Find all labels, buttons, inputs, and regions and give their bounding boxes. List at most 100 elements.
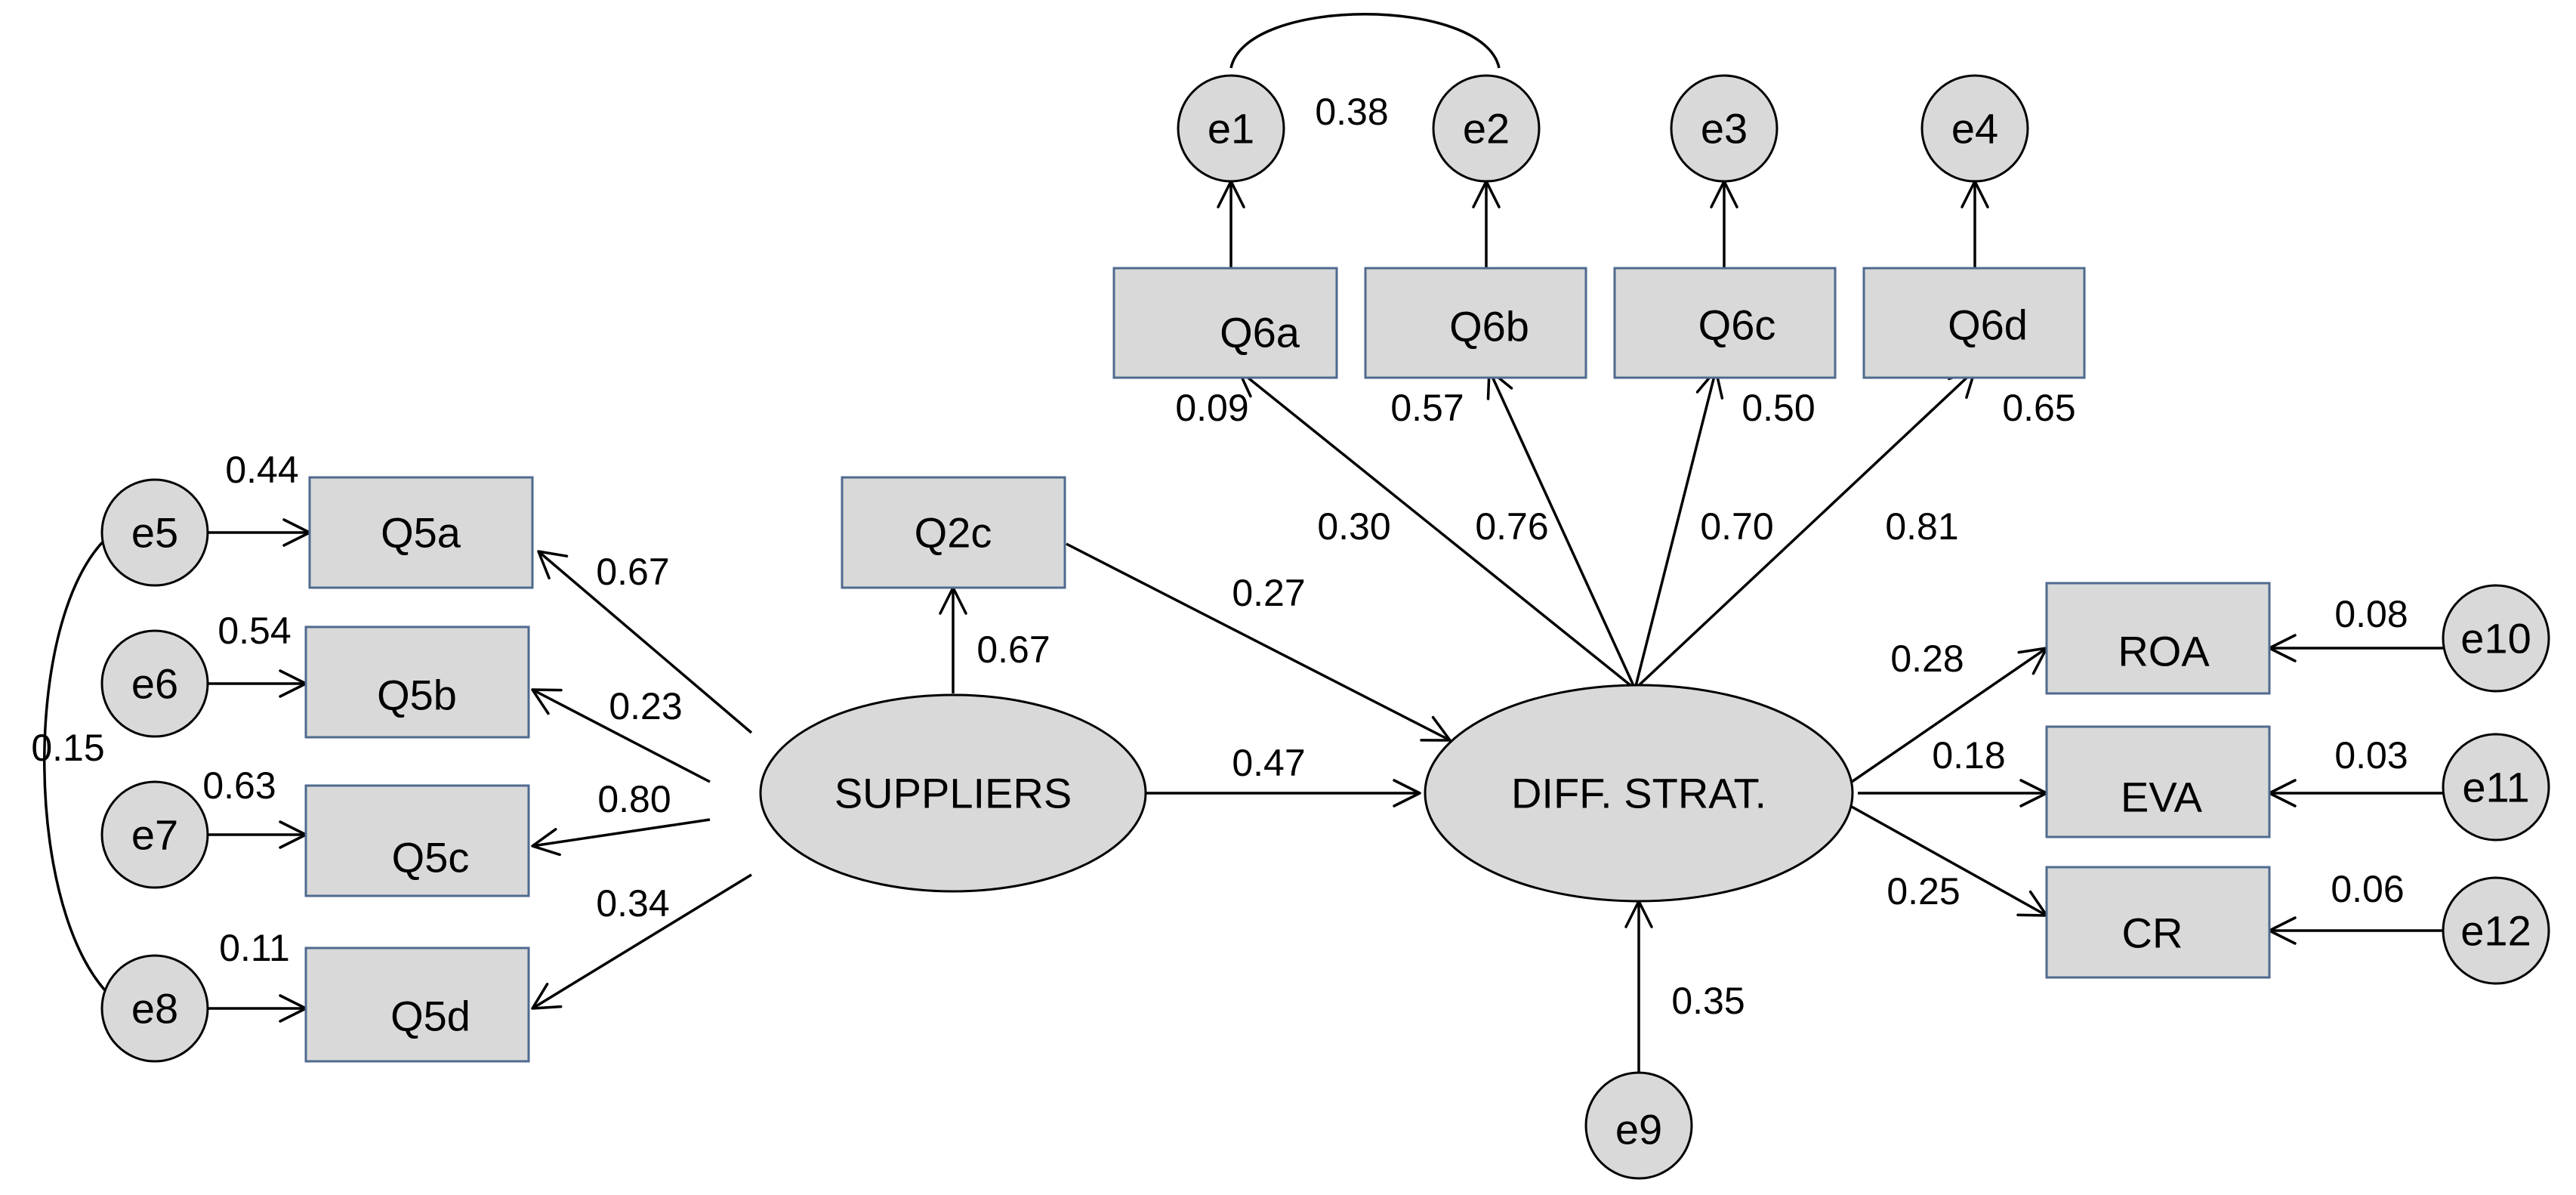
error-label: e2: [1463, 105, 1510, 153]
path-diff-q6b: [1488, 369, 1637, 690]
observed-q6d: Q6d: [1862, 267, 2086, 379]
coef-diff-eva: 0.18: [1932, 734, 2005, 777]
observed-q5c: Q5c: [304, 784, 530, 897]
coef-r2-q6d: 0.65: [2002, 387, 2075, 429]
observed-label: Q6b: [1449, 303, 1529, 350]
error-label: e7: [131, 811, 178, 859]
arrowhead: [1393, 779, 1421, 807]
observed-q6b: Q6b: [1364, 267, 1587, 379]
coef-diff-cr: 0.25: [1886, 870, 1960, 912]
observed-q6c: Q6c: [1613, 267, 1837, 379]
arrowhead: [1420, 715, 1452, 742]
observed-box: [1364, 267, 1587, 379]
error-circle: [1432, 74, 1541, 183]
error-circle: [2442, 733, 2550, 841]
coef-r2-q6b: 0.57: [1390, 387, 1464, 429]
observed-box: [2045, 725, 2271, 838]
error-circle: [100, 780, 209, 889]
error-circle: [2442, 876, 2550, 985]
arrowhead: [531, 688, 563, 715]
observed-cr: CR: [2045, 866, 2271, 979]
path-suppliers-q5a: [537, 550, 753, 734]
observed-box: [304, 625, 530, 739]
coef-e11-eva: 0.03: [2334, 734, 2408, 777]
path-suppliers-q5b: [532, 688, 711, 783]
error-circle: [100, 954, 209, 1063]
coef-suppliers-diff: 0.47: [1232, 742, 1305, 784]
coef-suppliers-q5b: 0.23: [609, 685, 682, 727]
error-circle: [1670, 74, 1779, 183]
error-label: e9: [1615, 1106, 1662, 1153]
error-label: e12: [2460, 907, 2531, 955]
error-e3: e3: [1670, 74, 1779, 183]
error-circle: [100, 478, 209, 587]
coef-e9-diff: 0.35: [1671, 980, 1745, 1022]
error-circle: [2442, 584, 2550, 693]
coef-cov-e5-e8: 0.15: [31, 727, 104, 769]
error-e8: e8: [100, 954, 209, 1063]
observed-q6a: Q6a: [1112, 267, 1338, 379]
observed-label: Q6d: [1948, 301, 2028, 349]
coef-e8-q5d: 0.11: [219, 927, 290, 969]
coef-e7-q5c: 0.63: [202, 764, 276, 807]
observed-eva: EVA: [2045, 725, 2271, 838]
coef-e12-cr: 0.06: [2331, 868, 2404, 910]
latent-ellipse: [1424, 684, 1854, 903]
error-e4: e4: [1920, 74, 2029, 183]
error-label: e10: [2460, 615, 2531, 662]
error-e1: e1: [1177, 74, 1285, 183]
path-suppliers-q5d: [532, 873, 752, 1010]
path-diff-q6c: [1634, 369, 1717, 690]
error-circle: [1584, 1071, 1693, 1180]
path-diff-q6d: [1634, 369, 1976, 690]
observed-q5b: Q5b: [304, 625, 530, 739]
coefficient-labels: 0.38 0.09 0.57 0.50 0.65 0.30 0.76 0.70 …: [31, 91, 2408, 1022]
observed-roa: ROA: [2045, 582, 2271, 695]
path-suppliers-q5c: [532, 818, 711, 848]
coef-q2c-diff: 0.27: [1232, 572, 1305, 614]
error-label: e5: [131, 509, 178, 557]
error-label: e6: [131, 660, 178, 708]
arrowhead: [537, 550, 569, 580]
error-label: e4: [1951, 105, 1998, 153]
observed-q2c: Q2c: [841, 476, 1066, 589]
error-circle: [1177, 74, 1285, 183]
coef-diff-q6c: 0.70: [1700, 505, 1773, 548]
path-q2c-diff: [1066, 542, 1451, 742]
observed-label: Q5d: [390, 993, 470, 1040]
error-e10: e10: [2442, 584, 2550, 693]
coef-cov-e1-e2: 0.38: [1315, 91, 1388, 133]
error-e7: e7: [100, 780, 209, 889]
latent-ellipse: [759, 693, 1147, 893]
observed-box: [308, 476, 534, 589]
error-e12: e12: [2442, 876, 2550, 985]
error-e5: e5: [100, 478, 209, 587]
coef-e5-q5a: 0.44: [225, 449, 298, 491]
coef-suppliers-q5a: 0.67: [596, 551, 669, 593]
coef-diff-q6a: 0.30: [1317, 505, 1390, 548]
observed-label: EVA: [2121, 774, 2203, 821]
observed-box: [1613, 267, 1837, 379]
coef-r2-q6c: 0.50: [1741, 387, 1815, 429]
error-label: e11: [2462, 764, 2529, 811]
observed-label: Q6c: [1698, 301, 1776, 349]
coef-diff-q6d: 0.81: [1885, 505, 1958, 548]
observed-box: [841, 476, 1066, 589]
covariance-e5-e8: [43, 520, 133, 1014]
error-label: e3: [1701, 105, 1748, 153]
coef-diff-roa: 0.28: [1890, 638, 1964, 680]
latent-label: DIFF. STRAT.: [1511, 770, 1766, 817]
observed-label: ROA: [2118, 628, 2210, 675]
observed-box: [2045, 866, 2271, 979]
observed-box: [1862, 267, 2086, 379]
coef-suppliers-q5c: 0.80: [597, 778, 671, 820]
error-circle: [100, 629, 209, 738]
path-diff-cr: [1851, 805, 2047, 917]
observed-label: Q5c: [392, 834, 470, 882]
observed-box: [1112, 267, 1338, 379]
arrowhead: [531, 828, 561, 857]
observed-box: [2045, 582, 2271, 695]
observed-q5d: Q5d: [304, 946, 530, 1063]
observed-label: CR: [2122, 909, 2183, 957]
